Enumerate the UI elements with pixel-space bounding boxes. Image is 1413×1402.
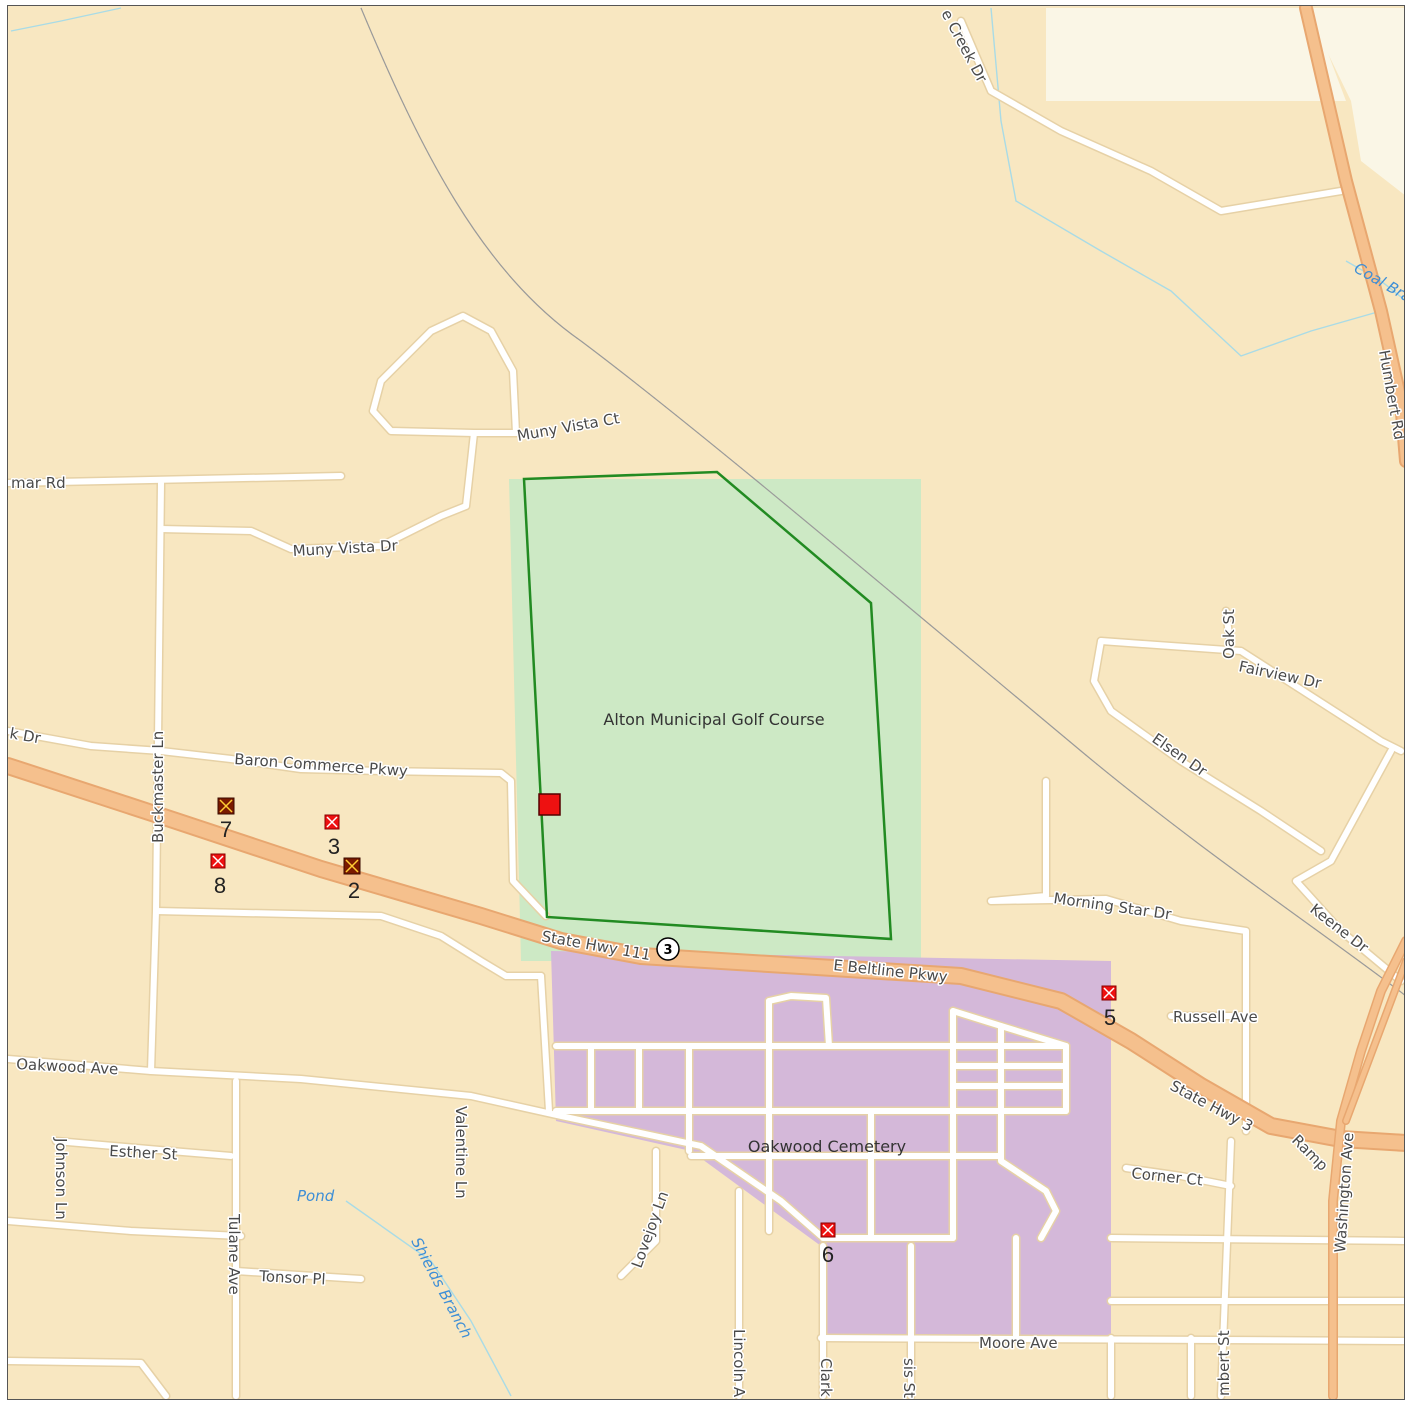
marker-3[interactable]: 3	[324, 814, 340, 859]
marker-5[interactable]: 5	[1101, 985, 1117, 1030]
marker-2[interactable]: 2	[343, 857, 361, 903]
svg-text:Tulane Ave: Tulane Ave	[225, 1213, 243, 1295]
svg-text:3: 3	[663, 943, 672, 958]
local-roads	[8, 16, 1404, 1399]
svg-text:Oak St: Oak St	[1220, 609, 1238, 659]
svg-text:mar Rd: mar Rd	[11, 474, 66, 492]
golf-course-area	[509, 479, 921, 961]
svg-text:Russell Ave: Russell Ave	[1173, 1008, 1258, 1026]
svg-text:2: 2	[348, 878, 360, 903]
svg-text:8: 8	[214, 873, 226, 898]
unincorporated-area	[1046, 8, 1404, 195]
marker-large[interactable]	[538, 793, 561, 816]
map-view[interactable]: 3 Alton Municipal Golf Course Oakwood Ce…	[7, 5, 1405, 1400]
map-canvas[interactable]: 3 Alton Municipal Golf Course Oakwood Ce…	[8, 6, 1405, 1400]
marker-6[interactable]: 6	[820, 1222, 836, 1267]
svg-text:mbert St: mbert St	[1215, 1330, 1233, 1396]
svg-text:Lincoln A: Lincoln A	[730, 1329, 748, 1398]
svg-text:Valentine Ln: Valentine Ln	[452, 1106, 470, 1199]
marker-7[interactable]: 7	[217, 797, 235, 842]
svg-text:7: 7	[220, 817, 232, 842]
svg-text:Clark: Clark	[817, 1358, 835, 1397]
golf-course-boundary[interactable]	[522, 470, 893, 941]
svg-text:Johnson Ln: Johnson Ln	[52, 1137, 70, 1220]
marker-8[interactable]: 8	[210, 853, 226, 898]
highways	[8, 6, 1404, 1399]
svg-text:3: 3	[328, 834, 340, 859]
highway-shield: 3	[656, 937, 680, 961]
streams	[10, 7, 1404, 1397]
svg-text:Moore Ave: Moore Ave	[979, 1334, 1058, 1352]
svg-text:6: 6	[822, 1242, 834, 1267]
svg-text:5: 5	[1104, 1005, 1116, 1030]
svg-text:Buckmaster Ln: Buckmaster Ln	[149, 731, 167, 843]
svg-text:Tonsor Pl: Tonsor Pl	[258, 1267, 326, 1289]
pond-label: Pond	[297, 1187, 335, 1205]
svg-text:Esther St: Esther St	[109, 1142, 178, 1164]
cemetery-label: Oakwood Cemetery	[748, 1137, 906, 1156]
golf-course-label: Alton Municipal Golf Course	[603, 710, 824, 729]
incident-markers: 7 3 8 2 5 6	[210, 793, 1117, 1267]
svg-text:sis St: sis St	[900, 1358, 918, 1398]
railroad	[360, 7, 1404, 996]
